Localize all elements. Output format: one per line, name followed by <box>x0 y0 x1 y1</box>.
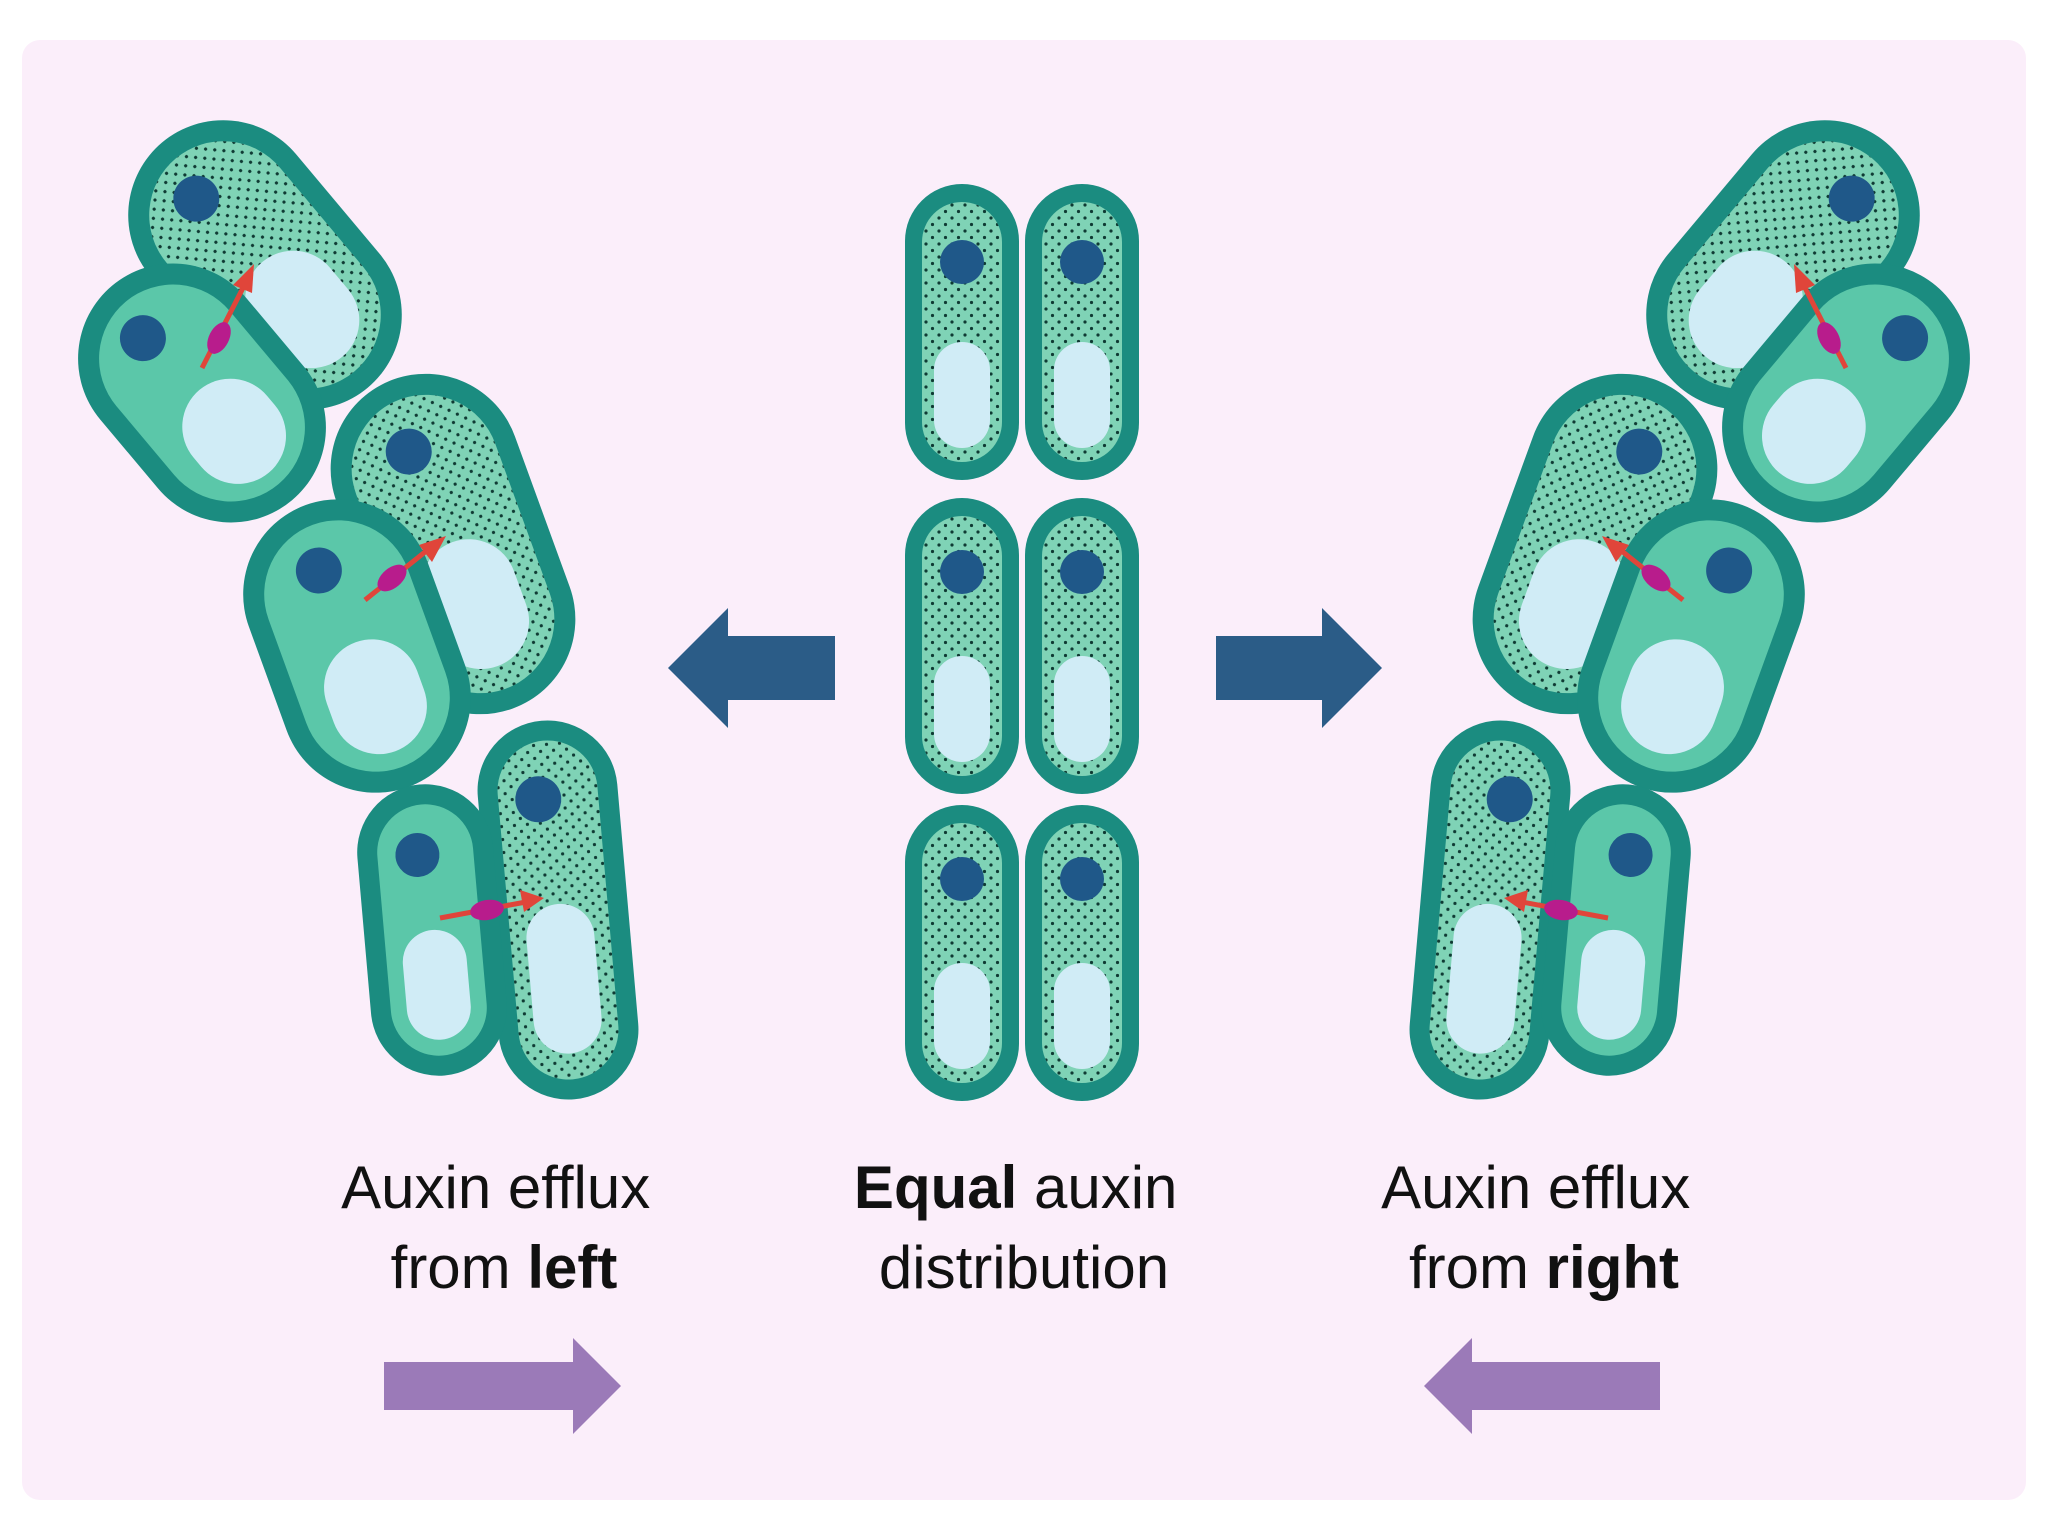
nucleus <box>940 240 984 284</box>
center-label-bold: Equal <box>854 1154 1017 1221</box>
nucleus <box>1060 240 1104 284</box>
nucleus <box>1616 428 1663 475</box>
plant-cell <box>128 120 402 410</box>
plant-cell <box>243 499 471 793</box>
nucleus <box>119 315 166 362</box>
nucleus <box>385 428 432 475</box>
background-panel <box>22 40 2026 1500</box>
right-label-bold: right <box>1546 1234 1679 1301</box>
nucleus <box>1060 857 1104 901</box>
plant-cell <box>1722 263 1970 523</box>
right-label-line1: Auxin efflux <box>1381 1154 1690 1221</box>
nucleus <box>395 832 440 877</box>
right-label: Auxin efflux from right <box>1381 1154 1707 1301</box>
plant-cell <box>905 184 1019 480</box>
nucleus <box>940 857 984 901</box>
left-label-bold: left <box>527 1234 617 1301</box>
left-efflux-arrows <box>199 264 544 921</box>
nucleus <box>1608 832 1653 877</box>
nucleus <box>1706 547 1753 594</box>
plant-cell <box>1409 720 1571 1100</box>
efflux-arrow <box>199 264 254 370</box>
right-cell-group <box>1409 120 1970 1100</box>
nucleus <box>295 547 342 594</box>
left-label-line2: from left <box>391 1234 618 1301</box>
efflux-arrow <box>1602 536 1685 602</box>
arrow-left-icon <box>1424 1338 1660 1434</box>
right-label-line2: from right <box>1409 1234 1679 1301</box>
nucleus <box>1882 315 1929 362</box>
plant-cell <box>1577 499 1805 793</box>
left-label-line1: Auxin efflux <box>341 1154 650 1221</box>
arrow-right-icon <box>1216 608 1382 728</box>
center-label-suffix: auxin <box>1017 1154 1177 1221</box>
center-label: Equal auxin distribution <box>854 1154 1194 1301</box>
plant-cell <box>477 720 639 1100</box>
center-cell-group <box>905 184 1139 1101</box>
plant-cell <box>905 805 1019 1101</box>
plant-cell <box>1646 120 1920 410</box>
nucleus <box>1060 550 1104 594</box>
nucleus <box>173 175 220 222</box>
left-label: Auxin efflux from left <box>341 1154 667 1301</box>
center-label-line1: Equal auxin <box>854 1154 1177 1221</box>
efflux-arrow <box>1794 264 1849 370</box>
arrow-left-icon <box>668 608 835 728</box>
left-label-prefix: from <box>391 1234 528 1301</box>
center-label-line2: distribution <box>879 1234 1169 1301</box>
plant-cell <box>357 784 507 1076</box>
arrow-right-icon <box>384 1338 621 1434</box>
nucleus <box>1486 776 1533 823</box>
nucleus <box>515 776 562 823</box>
plant-cell <box>1025 498 1139 794</box>
left-cell-group <box>78 120 639 1100</box>
efflux-arrow <box>363 536 446 602</box>
plant-cell <box>1025 184 1139 480</box>
plant-cell <box>1025 805 1139 1101</box>
plant-cell <box>1541 784 1691 1076</box>
right-efflux-arrows <box>1504 264 1849 921</box>
plant-cell <box>78 263 326 523</box>
plant-cell <box>905 498 1019 794</box>
efflux-arrow <box>1504 890 1609 921</box>
nucleus <box>940 550 984 594</box>
nucleus <box>1828 175 1875 222</box>
efflux-arrow <box>439 890 544 921</box>
right-label-prefix: from <box>1409 1234 1546 1301</box>
